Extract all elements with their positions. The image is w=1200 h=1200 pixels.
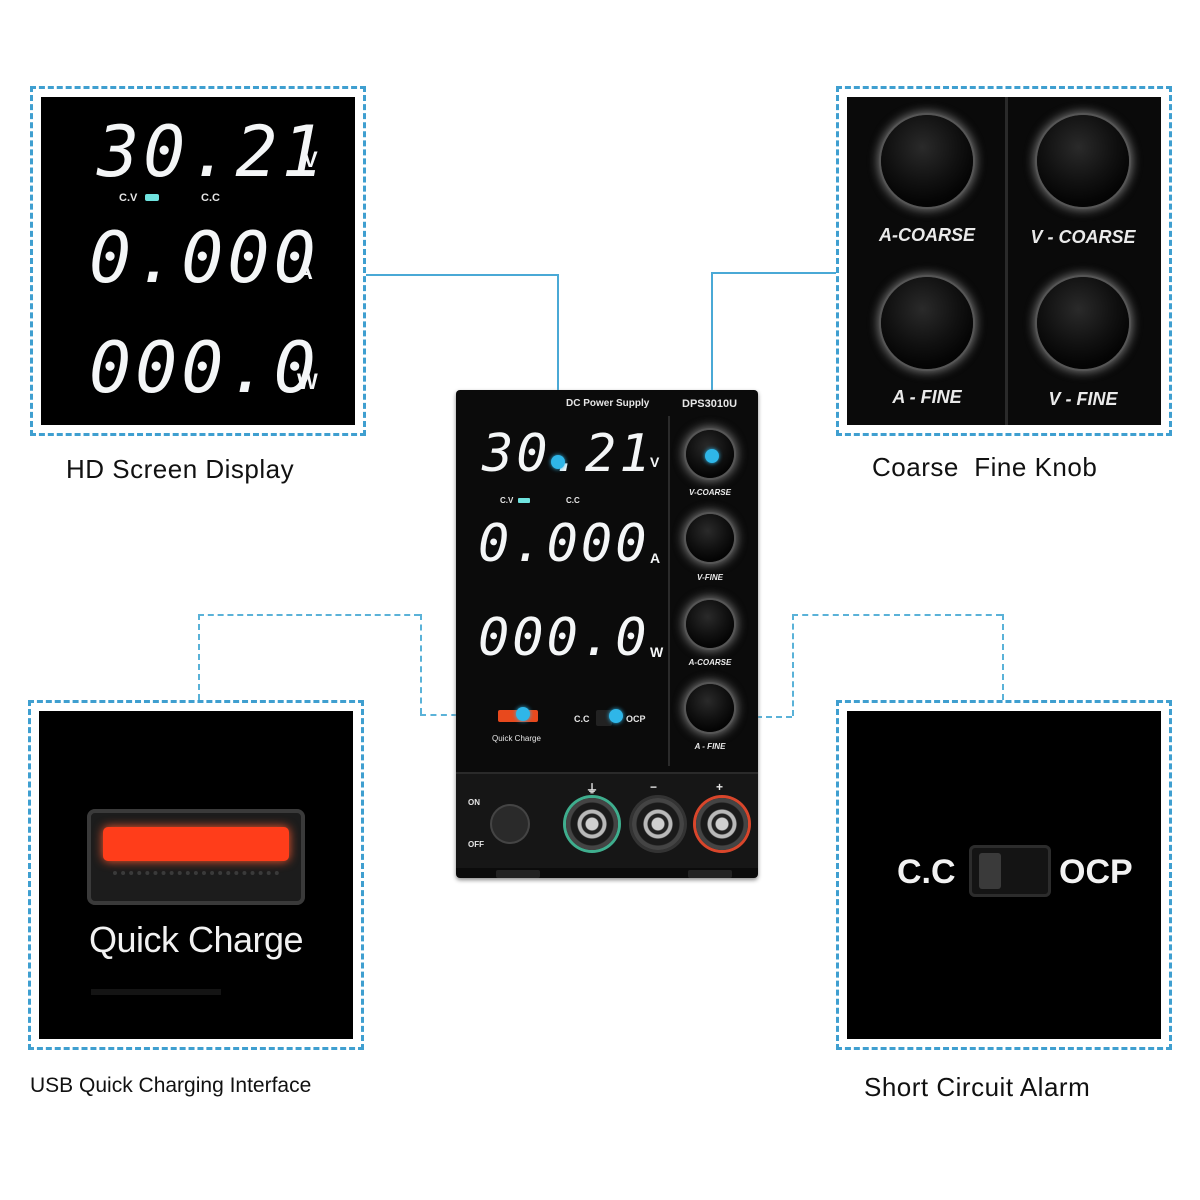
usb-callout-frame: Quick Charge [28,700,364,1050]
knobs-caption: Coarse Fine Knob [872,452,1098,482]
v-coarse-knob-zoom [1037,115,1129,207]
device-a-coarse-label: A-COARSE [688,658,732,667]
device-ground-terminal[interactable] [566,798,618,850]
device-v-fine-label: V-FINE [697,573,723,582]
device-current-unit: A [650,550,661,566]
cc-label: C.C [201,192,220,204]
alarm-callout-dot [609,709,623,723]
device-switch-ocp: OCP [626,714,646,724]
voltage-unit: V [303,147,318,172]
device-on-label: ON [468,798,480,807]
cv-led [145,194,159,201]
device-negative-terminal[interactable] [632,798,684,850]
alarm-switch [969,845,1051,897]
device-current-readout: 0.000 [478,514,650,574]
device-power-unit: W [650,644,664,660]
current-readout: 0.000 [89,217,320,299]
device-power-readout: 000.0 [478,608,650,668]
display-connector-h [366,274,558,276]
usb-connector-h1 [198,614,420,616]
knobs-callout-panel: A-COARSE V - COARSE A - FINE V - FINE [847,97,1161,425]
power-readout: 000.0 [89,327,320,409]
device-foot-left [496,870,540,878]
device-cv-label: C.V [500,496,514,505]
voltage-readout: 30.21 [97,111,328,193]
device-bottom-panel: ON OFF ⏚ − + [456,772,758,868]
a-coarse-knob-zoom [881,115,973,207]
usb-caption: USB Quick Charging Interface [30,1074,312,1097]
knobs-callout-frame: A-COARSE V - COARSE A - FINE V - FINE [836,86,1172,436]
a-fine-knob-zoom [881,277,973,369]
current-unit: A [297,259,313,284]
device-a-coarse-knob[interactable] [686,600,734,648]
device-v-fine-knob[interactable] [686,514,734,562]
device-screen-divider [668,416,670,766]
device-a-fine-label: A - FINE [694,742,726,751]
usb-port [87,809,305,905]
display-callout-frame: 30.21 V C.V C.C 0.000 A 000.0 W [30,86,366,436]
power-supply-device: DC Power Supply DPS3010U 30.21 V C.V C.C… [456,390,758,878]
knobs-callout-dot [705,449,719,463]
knobs-divider [1005,97,1008,425]
device-quick-charge-label: Quick Charge [492,734,541,743]
device-voltage-unit: V [650,454,660,470]
device-off-label: OFF [468,840,484,849]
alarm-connector-h1 [792,614,1002,616]
device-voltage-readout: 30.21 [482,424,654,484]
device-model: DPS3010U [682,398,738,410]
alarm-connector-v2 [792,614,794,716]
device-ocp-switch[interactable] [596,710,612,726]
device-header: DC Power Supply [566,398,650,409]
cv-label: C.V [119,192,138,204]
device-cv-led [518,498,530,503]
display-callout-dot [551,455,565,469]
display-caption: HD Screen Display [66,454,295,484]
alarm-cc-label: C.C [897,853,956,891]
alarm-ocp-label: OCP [1059,853,1133,891]
usb-label: Quick Charge [88,919,304,960]
device-negative-label: − [650,780,658,794]
v-fine-label: V - FINE [1048,389,1118,409]
device-positive-label: + [716,780,724,794]
v-coarse-label: V - COARSE [1030,227,1136,247]
usb-port-insert [103,827,289,861]
usb-connector-v1 [198,614,200,700]
device-positive-terminal[interactable] [696,798,748,850]
device-switch-cc: C.C [574,714,590,724]
device-a-fine-knob[interactable] [686,684,734,732]
device-v-coarse-label: V-COARSE [689,488,731,497]
a-coarse-label: A-COARSE [878,225,975,245]
alarm-callout-panel: C.C OCP [847,711,1161,1039]
alarm-caption: Short Circuit Alarm [864,1072,1091,1102]
alarm-connector-v1 [1002,614,1004,700]
display-connector-v [557,274,559,462]
v-fine-knob-zoom [1037,277,1129,369]
device-ground-label: ⏚ [586,782,599,796]
alarm-callout-frame: C.C OCP [836,700,1172,1050]
a-fine-label: A - FINE [892,387,962,407]
knobs-connector-v [711,272,713,456]
device-foot-right [688,870,732,878]
usb-callout-panel: Quick Charge [39,711,353,1039]
device-cc-label: C.C [566,496,580,505]
display-callout-panel: 30.21 V C.V C.C 0.000 A 000.0 W [41,97,355,425]
usb-callout-dot [516,707,530,721]
knobs-connector-h [712,272,836,274]
alarm-switch-toggle [979,853,1001,889]
usb-connector-v2 [420,614,422,714]
usb-label-reflection [91,989,221,995]
power-unit: W [297,369,318,394]
device-power-button[interactable] [490,804,530,844]
usb-port-pins [113,871,279,881]
